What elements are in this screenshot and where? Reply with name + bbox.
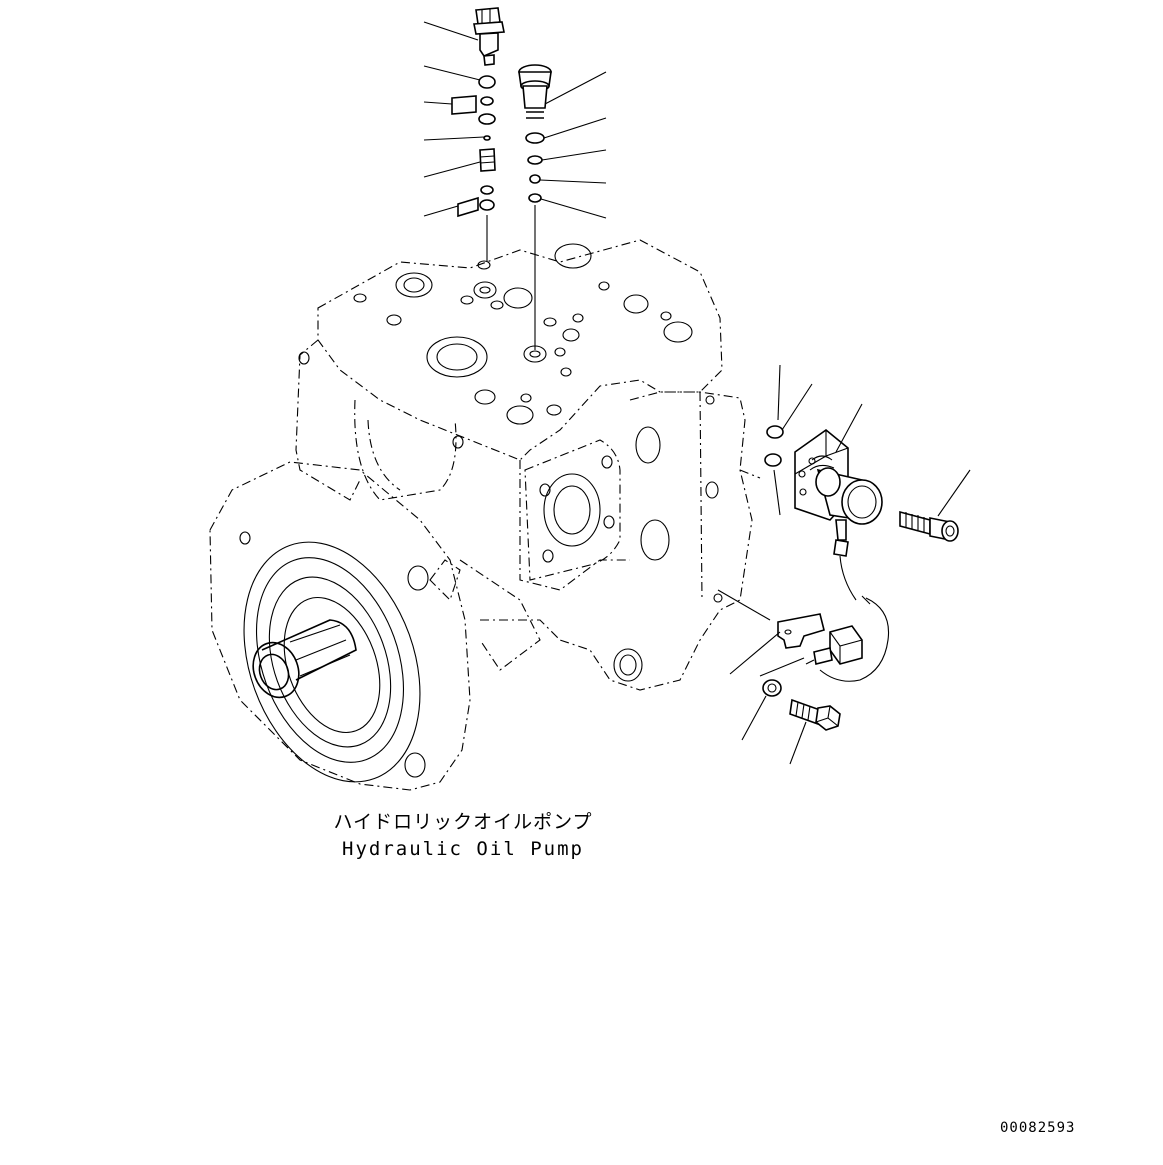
drawing-number: 00082593 [1000,1120,1076,1136]
right-valve-assembly [518,64,552,350]
left-valve-assembly [451,7,505,262]
leader-lines-left [423,21,485,217]
leader-lines-right [539,71,607,219]
caption-english: Hydraulic Oil Pump [342,838,584,860]
pump-body [209,239,761,791]
solenoid-assembly [764,364,971,682]
socket-bolt [899,510,959,542]
bracket-assembly [717,589,841,765]
caption-japanese: ハイドロリックオイルポンプ [333,811,593,833]
